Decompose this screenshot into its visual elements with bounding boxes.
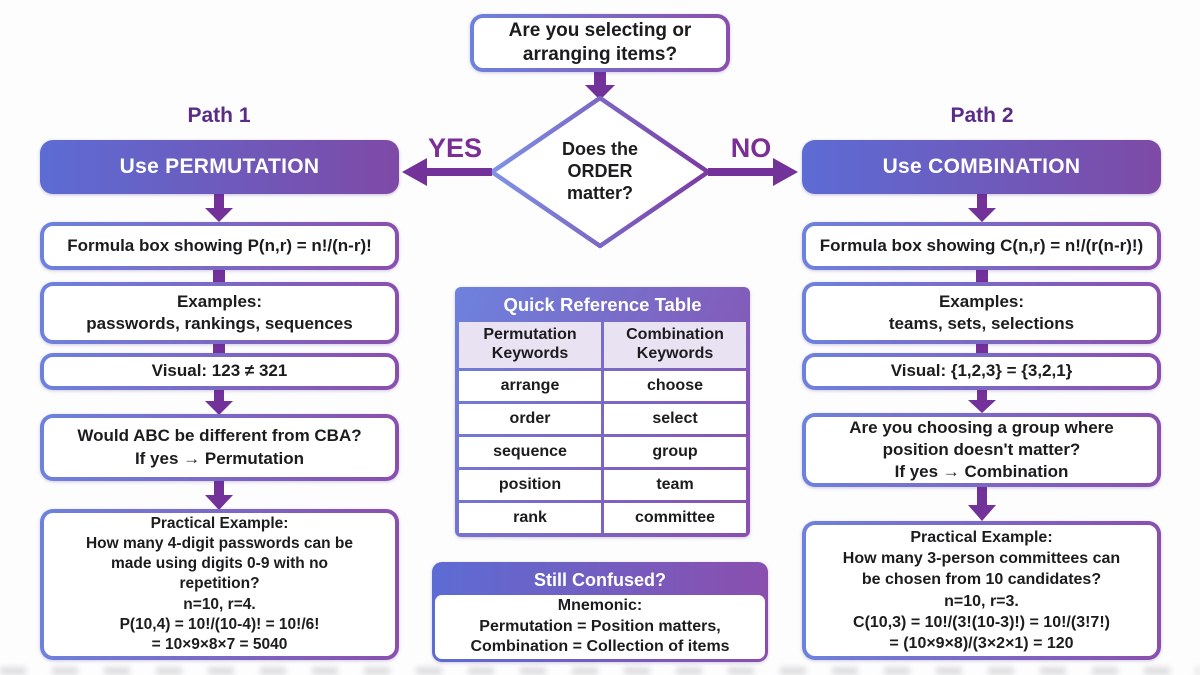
practical-line: n=10, r=3.: [944, 592, 1019, 610]
practical-line: = 10×9×8×7 = 5040: [151, 635, 288, 653]
still-confused-box: Still Confused? Mnemonic: Permutation = …: [432, 562, 768, 662]
practical-line: n=10, r=4.: [183, 595, 256, 613]
practical-line: How many 4-digit passwords can be: [85, 535, 353, 553]
practical-line: repetition?: [179, 575, 260, 593]
path2-visual-box: Visual: {1,2,3} = {3,2,1}: [802, 353, 1161, 390]
table-cell: team: [604, 470, 746, 500]
path1-visual-text: Visual: 123 ≠ 321: [44, 357, 395, 386]
still-confused-title: Still Confused?: [534, 569, 666, 590]
path2-examples-box: Examples: teams, sets, selections: [802, 282, 1161, 344]
table-cell: committee: [604, 503, 746, 533]
arrow-combination-to-formula: [968, 194, 996, 222]
table-cell: select: [604, 404, 746, 434]
arrow-question-to-practical-left: [205, 480, 233, 510]
table-col2-header: Combination Keywords: [604, 322, 746, 368]
quick-reference-table: Quick Reference Table Permutation Keywor…: [455, 287, 750, 537]
bottom-cropped-text: [0, 667, 1200, 675]
table-title: Quick Reference Table: [503, 294, 702, 315]
path2-examples-items: teams, sets, selections: [888, 314, 1075, 333]
path2-question-box: Are you choosing a group where position …: [802, 413, 1161, 487]
table-cell: group: [604, 437, 746, 467]
path1-question-line2: If yes → Permutation: [134, 448, 305, 468]
table-cell: position: [459, 470, 601, 500]
table-cell: order: [459, 404, 601, 434]
practical-line: Practical Example:: [910, 528, 1053, 546]
path1-visual-box: Visual: 123 ≠ 321: [40, 353, 399, 390]
table-cell: arrange: [459, 371, 601, 401]
practical-line: be chosen from 10 candidates?: [861, 571, 1102, 589]
table-cell: sequence: [459, 437, 601, 467]
path2-practical-box: Practical Example: How many 3-person com…: [802, 521, 1161, 660]
path1-formula-text: Formula box showing P(n,r) = n!/(n-r)!: [44, 226, 395, 266]
path2-formula-box: Formula box showing C(n,r) = n!/(r(n-r)!…: [802, 222, 1161, 270]
path1-header-box: Use PERMUTATION: [40, 140, 399, 194]
top-question-box: Are you selecting or arranging items?: [470, 14, 730, 72]
path1-question-line1: Would ABC be different from CBA?: [77, 426, 362, 446]
practical-line: C(10,3) = 10!/(3!(10-3)!) = 10!/(3!7!): [853, 613, 1110, 631]
yes-label: YES: [427, 133, 483, 163]
path2-examples-title: Examples:: [938, 291, 1025, 311]
practical-line: = (10×9×8)/(3×2×1) = 120: [889, 635, 1074, 653]
mnemonic-line1: Mnemonic:: [557, 596, 643, 614]
practical-line: How many 3-person committees can: [842, 549, 1121, 567]
path1-label: Path 1: [187, 104, 251, 127]
arrow-top-to-diamond: [585, 72, 615, 100]
path2-formula-text: Formula box showing C(n,r) = n!/(r(n-r)!…: [806, 226, 1157, 266]
path2-label: Path 2: [950, 104, 1014, 127]
path1-examples-items: passwords, rankings, sequences: [86, 314, 353, 333]
table-col1-header: Permutation Keywords: [459, 322, 601, 368]
arrow-question-to-practical-right: [968, 487, 996, 521]
table-cell: rank: [459, 503, 601, 533]
practical-line: P(10,4) = 10!/(10-4)! = 10!/6!: [119, 615, 320, 633]
path1-question-box: Would ABC be different from CBA? If yes …: [40, 414, 399, 481]
path2-question-line1: Are you choosing a group where: [849, 417, 1114, 437]
mnemonic-line3: Combination = Collection of items: [470, 638, 730, 656]
decision-text: Does the ORDER matter?: [561, 139, 639, 203]
path2-question-line3: If yes → Combination: [894, 462, 1069, 482]
no-label: NO: [730, 133, 772, 163]
arrow-visual-to-question-right: [968, 388, 996, 413]
table-cell: choose: [604, 371, 746, 401]
path2-header-box: Use COMBINATION: [802, 140, 1161, 194]
practical-line: made using digits 0-9 with no: [110, 555, 328, 573]
path1-examples-title: Examples:: [176, 291, 263, 311]
practical-line: Practical Example:: [150, 515, 289, 533]
arrow-permutation-to-formula: [205, 194, 233, 222]
path1-practical-box: Practical Example: How many 4-digit pass…: [40, 509, 399, 660]
path1-formula-box: Formula box showing P(n,r) = n!/(n-r)!: [40, 222, 399, 270]
mnemonic-line2: Permutation = Position matters,: [479, 617, 721, 635]
path2-visual-text: Visual: {1,2,3} = {3,2,1}: [806, 357, 1157, 386]
arrow-visual-to-question-left: [205, 388, 233, 415]
path2-question-line2: position doesn't matter?: [882, 439, 1081, 459]
path1-examples-box: Examples: passwords, rankings, sequences: [40, 282, 399, 344]
top-question-text: Are you selecting or arranging items?: [474, 18, 726, 68]
